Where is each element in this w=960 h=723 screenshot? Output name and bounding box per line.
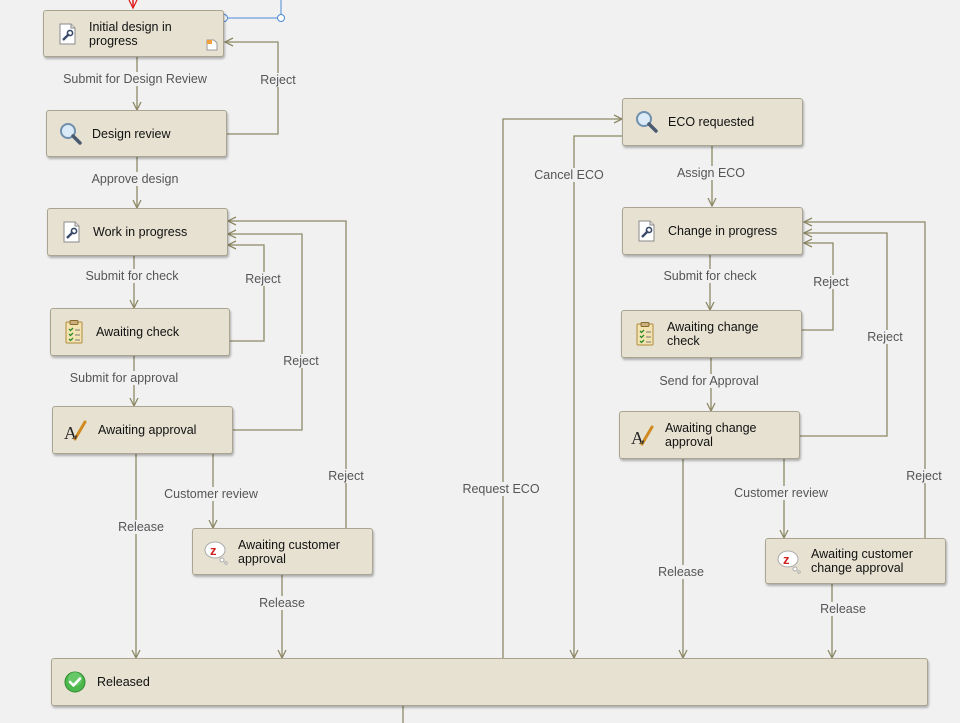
label-submit-approval[interactable]: Submit for approval (68, 371, 180, 385)
state-label: Awaiting customer approval (238, 537, 340, 566)
label-send-approval[interactable]: Send for Approval (658, 374, 760, 388)
signature-pen-icon: A (63, 417, 89, 443)
magnifier-icon (633, 109, 659, 135)
edge-reject-approval[interactable] (226, 229, 303, 431)
label-release-change-approval[interactable]: Release (657, 565, 705, 579)
label-release-approval[interactable]: Release (117, 520, 165, 534)
state-design-review[interactable]: Design review (46, 110, 227, 157)
svg-text:z: z (783, 552, 790, 567)
state-awaiting-customer-change-approval[interactable]: z Awaiting customer change approval (765, 538, 946, 584)
state-awaiting-check[interactable]: Awaiting check (50, 308, 230, 356)
state-work-in-progress[interactable]: Work in progress (47, 208, 228, 256)
svg-text:A: A (631, 428, 644, 448)
label-reject-change-customer[interactable]: Reject (905, 469, 943, 483)
label-reject-customer[interactable]: Reject (327, 469, 365, 483)
document-wrench-icon (633, 218, 659, 244)
magnifier-icon (57, 121, 83, 147)
svg-text:A: A (64, 423, 77, 443)
label-reject-design-review[interactable]: Reject (259, 73, 297, 87)
state-label: Awaiting customer change approval (811, 547, 913, 575)
signature-pen-icon: A (630, 422, 656, 448)
state-label: Awaiting change approval (665, 421, 757, 449)
state-label: Work in progress (93, 225, 188, 239)
label-submit-change-check[interactable]: Submit for check (662, 269, 758, 283)
note-icon (206, 39, 218, 51)
sleep-z-bubble-icon: z (776, 548, 802, 574)
label-change-customer-review[interactable]: Customer review (733, 486, 829, 500)
sleep-z-bubble-icon: z (203, 539, 229, 565)
label-cancel-eco[interactable]: Cancel ECO (533, 168, 605, 182)
document-wrench-icon (58, 219, 84, 245)
label-submit-design-review[interactable]: Submit for Design Review (62, 72, 208, 86)
state-label: ECO requested (668, 115, 755, 129)
label-release-customer[interactable]: Release (258, 596, 306, 610)
label-reject-check[interactable]: Reject (244, 272, 282, 286)
label-release-change-customer[interactable]: Release (819, 602, 867, 616)
label-submit-check[interactable]: Submit for check (84, 269, 180, 283)
label-customer-review[interactable]: Customer review (163, 487, 259, 501)
edge-reject-customer[interactable] (226, 216, 347, 528)
state-label: Awaiting check (96, 325, 180, 339)
document-wrench-icon (54, 21, 80, 47)
label-request-eco[interactable]: Request ECO (461, 482, 541, 496)
label-assign-eco[interactable]: Assign ECO (675, 166, 747, 180)
green-check-circle-icon (62, 669, 88, 695)
state-awaiting-change-check[interactable]: Awaiting change check (621, 310, 802, 358)
edge-reject-design-review[interactable] (223, 37, 279, 135)
state-initial-design[interactable]: Initial design in progress (43, 10, 224, 57)
checklist-clipboard-icon (632, 321, 658, 347)
state-label: Change in progress (668, 224, 778, 238)
state-eco-requested[interactable]: ECO requested (622, 98, 803, 146)
state-awaiting-customer-approval[interactable]: z Awaiting customer approval (192, 528, 373, 575)
state-label: Released (97, 675, 150, 689)
label-approve-design[interactable]: Approve design (90, 172, 180, 186)
state-label: Design review (92, 126, 171, 141)
state-released[interactable]: Released (51, 658, 928, 706)
checklist-clipboard-icon (61, 319, 87, 345)
edge-reject-check[interactable] (226, 240, 265, 342)
state-awaiting-change-approval[interactable]: A Awaiting change approval (619, 411, 800, 459)
label-reject-change-check[interactable]: Reject (812, 275, 850, 289)
selection-handle[interactable] (277, 14, 285, 22)
edge-cancel-eco[interactable] (569, 135, 623, 660)
state-label: Initial design in progress (89, 19, 172, 48)
svg-text:z: z (210, 543, 217, 558)
edge-reject-change-customer[interactable] (802, 217, 926, 538)
label-reject-change-approval[interactable]: Reject (866, 330, 904, 344)
edge-request-eco[interactable] (502, 114, 624, 658)
state-change-in-progress[interactable]: Change in progress (622, 207, 803, 255)
label-reject-approval[interactable]: Reject (282, 354, 320, 368)
selected-connector[interactable] (224, 0, 282, 19)
state-label: Awaiting approval (98, 423, 197, 437)
state-awaiting-approval[interactable]: A Awaiting approval (52, 406, 233, 454)
state-label: Awaiting change check (667, 320, 759, 348)
